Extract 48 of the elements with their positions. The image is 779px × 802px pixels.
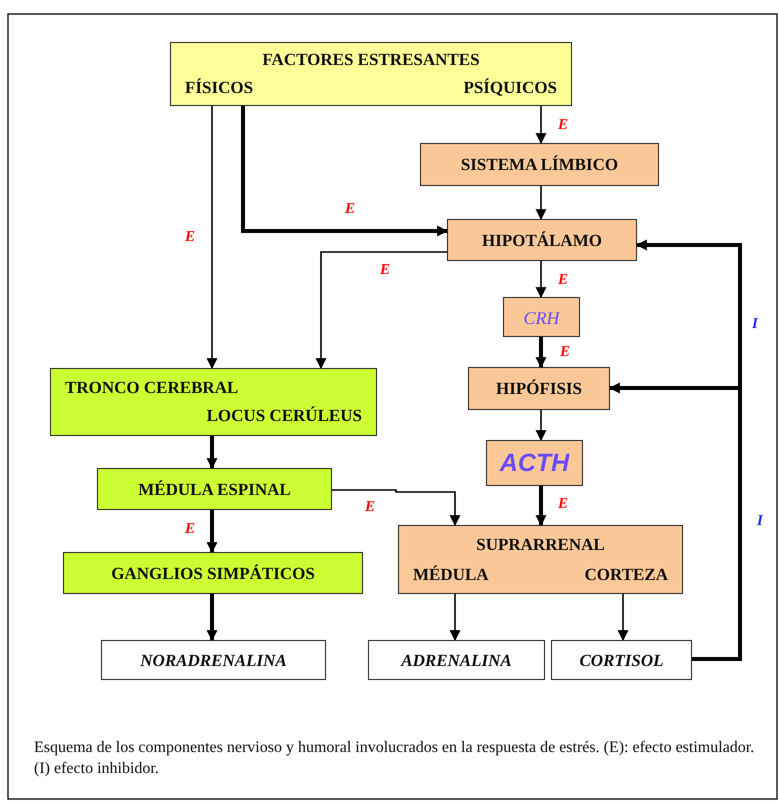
process-box	[97, 468, 332, 510]
process-box	[486, 440, 583, 486]
arrow	[206, 510, 218, 554]
arrow	[536, 106, 546, 144]
node-label: HIPÓFISIS	[495, 380, 583, 397]
node-label: MÉDULA ESPINAL	[137, 481, 292, 498]
node-label: SUPRARRENAL	[475, 536, 606, 553]
arrow	[206, 106, 218, 370]
caption: Esquema de los componentes nervioso y humoral involucrados en la respuesta de estrés. (E): efecto estimulador. (I) efecto inhibidor.	[34, 738, 756, 779]
node-label: ACTH	[498, 451, 570, 476]
process-box	[170, 42, 572, 106]
arrow	[206, 594, 218, 642]
arrow	[608, 382, 742, 661]
arrow	[206, 436, 218, 470]
node-label: MÉDULA	[413, 566, 489, 583]
node-label: HIPOTÁLAMO	[481, 232, 603, 249]
node-label: TRONCO CEREBRAL	[65, 379, 238, 396]
process-box	[447, 219, 637, 261]
node-label: ADRENALINA	[399, 652, 513, 669]
process-box	[398, 525, 683, 594]
process-box	[551, 640, 692, 680]
node-label: LOCUS CERÚLEUS	[206, 407, 362, 424]
process-box	[50, 368, 377, 436]
arrow	[316, 251, 447, 370]
arrow	[536, 410, 546, 442]
process-box	[420, 143, 659, 186]
arrow	[536, 261, 546, 298]
arrow	[332, 489, 460, 526]
process-box	[468, 367, 610, 410]
node-label: SISTEMA LÍMBICO	[460, 156, 620, 173]
arrow	[536, 186, 546, 220]
node-label: CRH	[522, 309, 562, 327]
arrow	[618, 594, 628, 642]
process-box	[368, 640, 545, 680]
arrow	[536, 337, 546, 368]
node-label: CORTEZA	[584, 566, 668, 583]
node-label: PSÍQUICOS	[463, 79, 557, 96]
process-box	[503, 297, 580, 337]
node-label: CORTISOL	[578, 652, 665, 669]
node-label: FÍSICOS	[185, 79, 254, 96]
process-box	[63, 552, 363, 594]
node-label: GANGLIOS SIMPÁTICOS	[110, 565, 316, 582]
process-box	[101, 640, 326, 680]
node-label: NORADRENALINA	[139, 652, 288, 669]
node-label: FACTORES ESTRESANTES	[261, 51, 481, 68]
arrow	[450, 594, 460, 642]
arrow	[241, 106, 448, 236]
arrow	[536, 486, 546, 526]
